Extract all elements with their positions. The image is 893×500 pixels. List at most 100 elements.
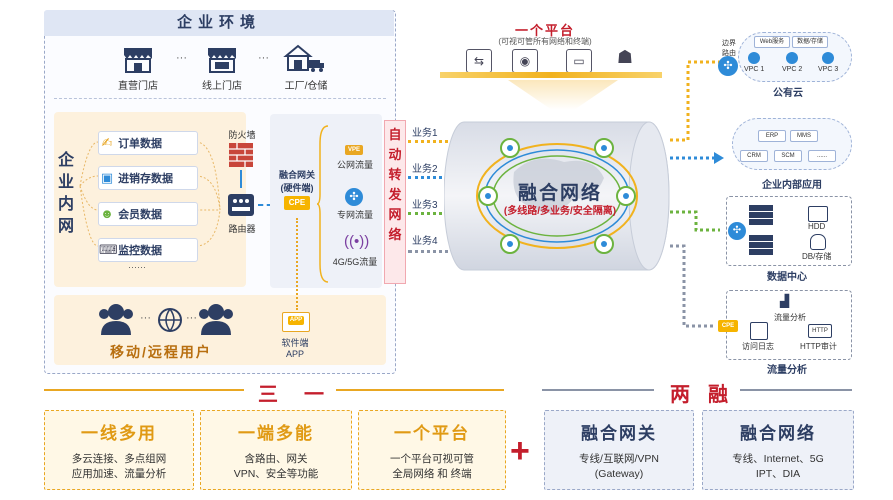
datacenter-box [726,196,852,266]
internal-apps-label: 企业内部应用 [762,180,822,191]
data-storage-tag: 数据/存储 [792,36,828,48]
lan-item-members: ☻ 会员数据 [98,202,198,226]
app-device-icon: APP [282,312,310,332]
public-traffic-label: 公网流量 [336,160,373,170]
card-one-line-multi-use: 一线多用 多云连接、多点组网 应用加速、流量分析 [44,410,194,490]
card-one-platform-title: 一个平台 [394,424,470,443]
enterprise-environment-title: 企业环境 [44,10,394,36]
camera-icon: ⌨ [99,242,118,257]
hdd-icon [808,206,828,222]
lan-more-ellipsis: ······ [128,262,146,272]
plus-sign: + [510,432,530,470]
card-one-line-multi-use-line2: 应用加速、流量分析 [71,468,167,480]
store-online-icon [202,44,242,74]
card-fusion-network-line1: 专线、Internet、5G [732,453,824,465]
http-audit-label: HTTP审计 [800,342,837,351]
business-4-label: 业务4 [412,236,438,247]
analytics-chart-icon: ▟ [780,294,790,308]
store-direct-icon [118,44,158,74]
fusion-network-subtitle: (多线路/多业务/安全隔离) [503,206,617,217]
vpc1-label: VPC 1 [744,66,765,73]
app-cpe-link [296,218,298,310]
datacenter-label: 数据中心 [767,272,807,283]
traffic-cpe-chip: CPE [718,320,738,332]
order-icon: ✍ [101,135,113,150]
hdd-label: HDD [808,222,826,231]
factory-warehouse-label: 工厂/仓储 [284,81,328,92]
access-log-label: 访问日志 [742,342,774,351]
http-icon: HTTP [808,324,832,338]
business-1-label: 业务1 [412,128,438,139]
datacenter-router-icon: ✣ [728,222,746,240]
fusion-network-cylinder [444,121,670,271]
fusion-network-title: 融合网络 [517,183,602,204]
business-1-arrow [408,140,460,143]
card-fusion-network: 融合网络 专线、Internet、5G IPT、DIA [702,410,854,490]
card-one-platform: 一个平台 一个平台可视可管 全局网络 和 终端 [358,410,506,490]
card-one-line-multi-use-title: 一线多用 [81,424,157,443]
router-cpe-link [258,204,272,206]
three-right-line [336,389,504,391]
globe-user-icon [156,306,184,334]
database-icon [810,234,826,250]
card-one-device-multi-function: 一端多能 含路由、网关 VPN、安全等功能 [200,410,352,490]
safe-icon: ◉ [512,49,538,73]
switch-icon: ⇆ [466,49,492,73]
platform-funnel [508,80,618,110]
business-4-arrow [408,250,456,253]
server-screen-icon: ▭ [566,49,592,73]
software-label-line2: APP [285,349,304,359]
app-chip: APP [288,316,304,325]
internal-apps-cloud [732,118,852,170]
vpe-chip: VPE [345,145,363,155]
right-connectors [670,60,724,328]
software-label-line1: 软件端 [281,338,309,348]
router-icon [226,192,256,218]
traffic-analysis-label: 流量分析 [767,365,807,376]
card-one-platform-line1: 一个平台可视可管 [390,453,474,465]
two-left-line [542,389,654,391]
lan-item-orders-label: 订单数据 [118,138,163,150]
gateway-title: 融合网关 (硬件端) [272,168,322,194]
users-icon-1 [96,302,136,336]
public-cloud-label: 公有云 [773,88,803,99]
platform-title: 一个平台 [514,23,575,38]
two-heading: 两融 [670,384,746,406]
stores-ellipsis-1: ··· [176,52,187,64]
router-label: 路由器 [228,224,256,234]
db-storage-label: DB/存储 [802,252,832,261]
lan-connector-lines [79,141,221,247]
edge-router-label-line1: 边界 [722,40,736,47]
factory-warehouse-icon [282,42,326,74]
card-fusion-gateway: 融合网关 专线/互联网/VPN (Gateway) [544,410,694,490]
gateway-title-line1: 融合网关 [278,170,315,180]
firewall-router-link [240,170,242,188]
vpc1-icon [748,52,760,64]
business-3-arrow [408,212,460,215]
card-one-platform-line2: 全局网络 和 终端 [392,468,472,480]
business-2-arrow [408,176,460,179]
server-rack-icon-2 [748,234,774,256]
web-service-tag: Web服务 [754,36,790,48]
lan-item-surveillance: ⌨ 监控数据 [98,238,198,262]
erp-tag: ERP [758,130,786,142]
card-fusion-network-line2: IPT、DIA [755,468,801,480]
card-one-line-multi-use-line1: 多云连接、多点组网 [71,453,167,465]
members-icon: ☻ [100,206,114,221]
gateway-title-line2: (硬件端) [280,183,314,193]
edge-router-label-line2: 路由 [722,50,736,57]
platform-bar [440,72,662,78]
platform-subtitle: (可视可管所有网络和终端) [498,37,592,46]
gateway-brace [316,125,329,283]
vpc3-icon [822,52,834,64]
wireless-icon: ((•)) [344,233,370,250]
two-right-line [740,389,852,391]
vpc2-icon [786,52,798,64]
lan-item-surveillance-label: 监控数据 [118,245,163,257]
users-ellipsis-1: ··· [140,312,151,324]
lan-item-inventory: ▣ 进销存数据 [98,166,198,190]
three-heading: 三一 [258,384,350,406]
crm-tag: CRM [740,150,768,162]
cpe-chip: CPE [284,196,310,210]
vpc3-label: VPC 3 [818,66,839,73]
